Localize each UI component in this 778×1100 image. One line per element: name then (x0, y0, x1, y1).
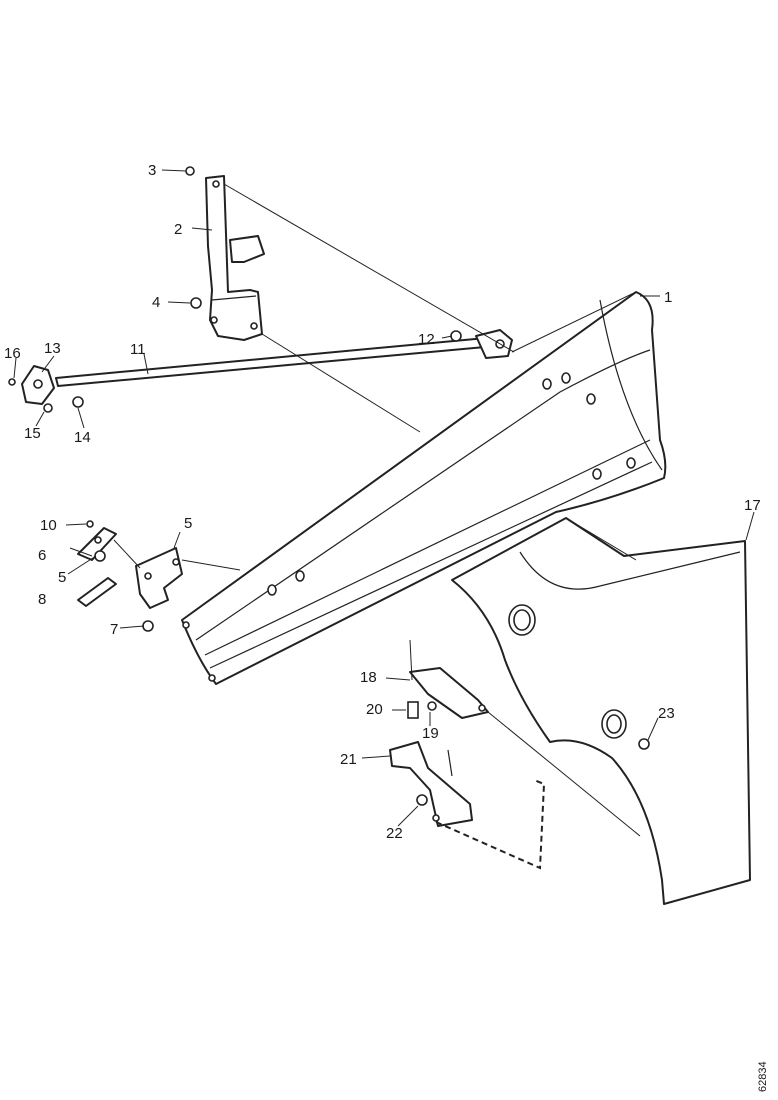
callout-14: 14 (74, 429, 91, 446)
callout-3: 3 (148, 162, 156, 179)
hardware-14-nut (72, 396, 84, 408)
callout-1: 1 (664, 289, 672, 306)
callout-17: 17 (744, 497, 761, 514)
callout-5-upper: 5 (184, 515, 192, 532)
callout-21: 21 (340, 751, 357, 768)
callout-2: 2 (174, 221, 182, 238)
callout-13: 13 (44, 340, 61, 357)
callout-5-lower: 5 (58, 569, 66, 586)
part-11-support-rod (55, 329, 513, 387)
hardware-7-nut (142, 620, 154, 632)
part-5-hinge-bracket (135, 547, 183, 609)
hardware-20-spacer (407, 701, 419, 719)
callout-8: 8 (38, 591, 46, 608)
callout-7: 7 (110, 621, 118, 638)
callout-4: 4 (152, 294, 160, 311)
callout-6: 6 (38, 547, 46, 564)
hardware-12-bolt (450, 330, 462, 342)
hardware-15-washer (43, 403, 53, 413)
reference-code: 62834 (757, 1061, 769, 1092)
hardware-22-bolt (416, 794, 428, 806)
callout-16: 16 (4, 345, 21, 362)
callout-22: 22 (386, 825, 403, 842)
callout-10: 10 (40, 517, 57, 534)
callout-12: 12 (418, 331, 435, 348)
part-8-plate (77, 527, 117, 561)
callout-15: 15 (24, 425, 41, 442)
hardware-4-bolt (190, 297, 202, 309)
part-2-upright-bracket (205, 175, 265, 341)
assembly-lines (113, 183, 641, 870)
callout-20: 20 (366, 701, 383, 718)
callout-18: 18 (360, 669, 377, 686)
callout-11: 11 (130, 341, 146, 358)
hardware-19-clip (427, 701, 437, 711)
hardware-16-screw (8, 378, 16, 386)
part-1-fender-panel (181, 291, 667, 685)
callout-labels: 1 2 3 4 5 5 6 7 8 10 11 12 13 14 15 16 1… (4, 162, 761, 842)
hardware-23-bolt (638, 738, 650, 750)
part-13-end-fitting (21, 365, 55, 405)
callout-leaders (13, 169, 755, 827)
part-9-plate (77, 577, 117, 607)
hardware-6-washer (94, 550, 106, 562)
callout-19: 19 (422, 725, 439, 742)
callout-23: 23 (658, 705, 675, 722)
part-18-mount-clip (409, 667, 489, 719)
hardware-10-screw (86, 520, 94, 528)
part-17-rear-panel (451, 517, 751, 905)
hardware-3-bolt (185, 166, 195, 176)
part-21-support-bracket (389, 741, 473, 827)
